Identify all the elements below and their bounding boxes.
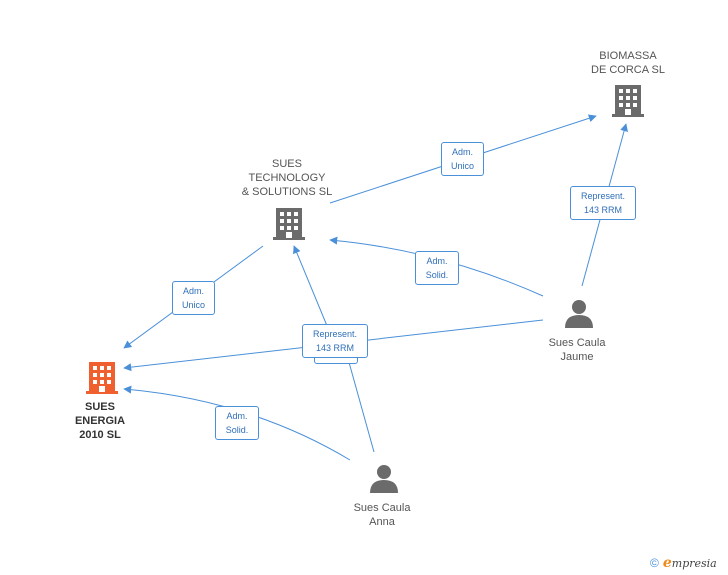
building-icon[interactable]: [273, 208, 305, 240]
node-label-sues-technology[interactable]: SUES TECHNOLOGY & SOLUTIONS SL: [237, 157, 337, 199]
brand-logo[interactable]: ©empresia: [650, 555, 717, 571]
node-label-line: Sues Caula: [548, 337, 606, 349]
node-label-line: Sues Caula: [353, 502, 411, 514]
node-label-line: SUES: [272, 158, 302, 170]
node-label-jaume[interactable]: Sues Caula Jaume: [527, 336, 627, 364]
person-icon[interactable]: [565, 300, 593, 328]
edge-label-line: Solid.: [225, 425, 249, 435]
edge-label-represent[interactable]: Represent. 143 RRM: [302, 324, 368, 358]
node-label-line: TECHNOLOGY: [248, 172, 326, 184]
edge-label-adm-unico[interactable]: Adm. Unico: [441, 142, 484, 176]
edge-label-line: Represent.: [312, 329, 358, 339]
building-icon[interactable]: [86, 362, 118, 394]
node-label-anna[interactable]: Sues Caula Anna: [332, 501, 432, 529]
edge-label-adm-solid[interactable]: Adm. Solid.: [215, 406, 259, 440]
edge-label-adm-solid[interactable]: Adm. Solid.: [415, 251, 459, 285]
node-label-line: Jaume: [560, 351, 594, 363]
edge-label-line: 143 RRM: [583, 205, 622, 215]
node-label-line: ENERGIA: [74, 415, 126, 427]
edge-label-represent[interactable]: Represent. 143 RRM: [570, 186, 636, 220]
node-label-line: DE CORCA SL: [591, 64, 665, 76]
edge-label-line: Adm.: [182, 286, 204, 296]
node-label-line: BIOMASSA: [599, 50, 657, 62]
edge-label-line: Unico: [450, 161, 474, 171]
edge-label-line: Represent.: [580, 191, 626, 201]
node-label-biomassa[interactable]: BIOMASSA DE CORCA SL: [578, 49, 678, 77]
edge-label-line: 143 RRM: [315, 343, 354, 353]
edge-label-line: Adm.: [426, 256, 448, 266]
edge-label-adm-unico[interactable]: Adm. Unico: [172, 281, 215, 315]
node-label-line: 2010 SL: [79, 429, 121, 441]
copyright-icon: ©: [650, 556, 659, 570]
node-label-sues-energia[interactable]: SUES ENERGIA 2010 SL: [62, 400, 138, 442]
brand-name: mpresia: [671, 557, 717, 570]
edge-label-line: Adm.: [451, 147, 473, 157]
edge-label-line: Solid.: [425, 270, 449, 280]
person-icon[interactable]: [370, 465, 398, 493]
building-icon[interactable]: [612, 85, 644, 117]
edge-label-line: Unico: [181, 300, 205, 310]
node-label-line: & SOLUTIONS SL: [241, 186, 333, 198]
edge-label-line: Adm.: [226, 411, 248, 421]
node-label-line: Anna: [369, 516, 395, 528]
brand-mark: e: [662, 555, 672, 571]
node-label-line: SUES: [85, 401, 115, 413]
